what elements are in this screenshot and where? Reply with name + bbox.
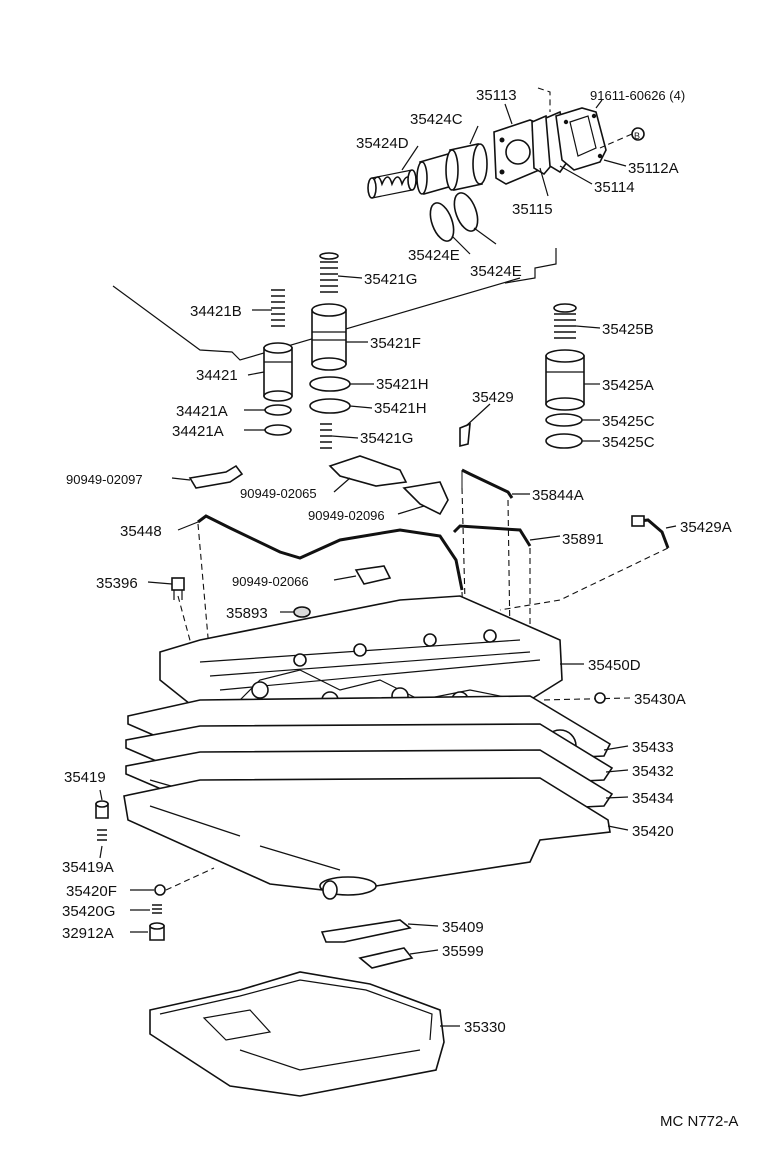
- label-35420F: 35420F: [66, 883, 117, 900]
- label-35424D: 35424D: [356, 135, 409, 152]
- spring-35420G: [152, 904, 162, 914]
- oil-pan-35330: [149, 971, 445, 1097]
- label-35450D: 35450D: [588, 657, 641, 674]
- bracket-90949-02097: [188, 464, 244, 489]
- label-35844A: 35844A: [532, 487, 584, 504]
- o-rings-35425C: [545, 413, 583, 449]
- label-35425B: 35425B: [602, 321, 654, 338]
- spring-plate-35599: [358, 947, 414, 969]
- o-rings-35421H: [309, 376, 351, 414]
- label-35421G-lower: 35421G: [360, 430, 413, 447]
- label-35420G: 35420G: [62, 903, 115, 920]
- label-32912A: 32912A: [62, 925, 114, 942]
- label-34421: 34421: [196, 367, 238, 384]
- label-35421H-2: 35421H: [374, 400, 427, 417]
- piston-34421: [263, 342, 293, 402]
- label-35330: 35330: [464, 1019, 506, 1036]
- label-35448: 35448: [120, 523, 162, 540]
- piston-35421F: [311, 303, 347, 371]
- pipe-35891: [452, 524, 532, 547]
- label-90949-02066: 90949-02066: [232, 574, 309, 589]
- label-34421A-1: 34421A: [176, 403, 228, 420]
- label-35420: 35420: [632, 823, 674, 840]
- label-35114: 35114: [594, 179, 635, 196]
- label-35425C-1: 35425C: [602, 413, 655, 430]
- label-35434: 35434: [632, 790, 674, 807]
- svg-text:B: B: [634, 131, 640, 141]
- label-35893: 35893: [226, 605, 268, 622]
- o-rings-34421A: [264, 404, 292, 436]
- valve-body-lower-35420: [123, 777, 611, 900]
- bolt-35396: [171, 577, 185, 600]
- label-34421B: 34421B: [190, 303, 242, 320]
- pipe-35429A: [631, 515, 670, 549]
- clip-35429: [459, 422, 471, 448]
- label-35424C: 35424C: [410, 111, 463, 128]
- label-90949-02097: 90949-02097: [66, 472, 143, 487]
- o-rings-35424E: [429, 192, 479, 242]
- label-90949-02096: 90949-02096: [308, 508, 385, 523]
- label-34421A-2: 34421A: [172, 423, 224, 440]
- pipe-35448: [197, 514, 464, 591]
- spring-35425B: [553, 303, 577, 339]
- label-35599: 35599: [442, 943, 484, 960]
- pipe-35844A: [461, 468, 514, 499]
- bracket-90949-02066: [354, 565, 392, 585]
- label-35421H-1: 35421H: [376, 376, 429, 393]
- accumulator-spring-35424D: [367, 169, 417, 199]
- spring-35419A: [97, 829, 107, 841]
- label-35430A: 35430A: [634, 691, 686, 708]
- spring-34421B: [271, 289, 285, 327]
- bracket-90949-02096: [402, 481, 449, 516]
- label-35409: 35409: [442, 919, 484, 936]
- o-ring-35420F: [154, 884, 166, 896]
- plug-32912A: [149, 922, 165, 941]
- spring-plate-35409: [320, 919, 412, 943]
- label-35891: 35891: [562, 531, 604, 548]
- bolt-B-marker: B: [599, 127, 645, 149]
- label-35429A: 35429A: [680, 519, 732, 536]
- spring-35421G-upper: [319, 252, 339, 293]
- label-35112A: 35112A: [628, 160, 679, 177]
- label-35421F: 35421F: [370, 335, 421, 352]
- spring-35421G-lower: [320, 423, 332, 449]
- label-35419A: 35419A: [62, 859, 114, 876]
- cover-35112A: [555, 107, 607, 171]
- label-35432: 35432: [632, 763, 674, 780]
- label-35424E-1: 35424E: [408, 247, 460, 264]
- label-35396: 35396: [96, 575, 138, 592]
- label-90949-02065: 90949-02065: [240, 486, 317, 501]
- bracket-90949-02065: [328, 455, 408, 487]
- figure-code: MC N772-A: [660, 1113, 738, 1130]
- plug-35419: [95, 800, 109, 819]
- label-35419: 35419: [64, 769, 106, 786]
- label-35424E-2: 35424E: [470, 263, 522, 280]
- label-35429: 35429: [472, 389, 514, 406]
- label-35113: 35113: [476, 87, 517, 104]
- plug-35893: [293, 606, 311, 618]
- label-35425C-2: 35425C: [602, 434, 655, 451]
- label-91611-60626: 91611-60626 (4): [590, 88, 685, 103]
- label-35421G-upper: 35421G: [364, 271, 417, 288]
- accumulator-piston-35424C: [416, 143, 488, 196]
- label-35115: 35115: [512, 201, 553, 218]
- piston-35425A: [545, 349, 585, 411]
- label-35433: 35433: [632, 739, 674, 756]
- label-35425A: 35425A: [602, 377, 654, 394]
